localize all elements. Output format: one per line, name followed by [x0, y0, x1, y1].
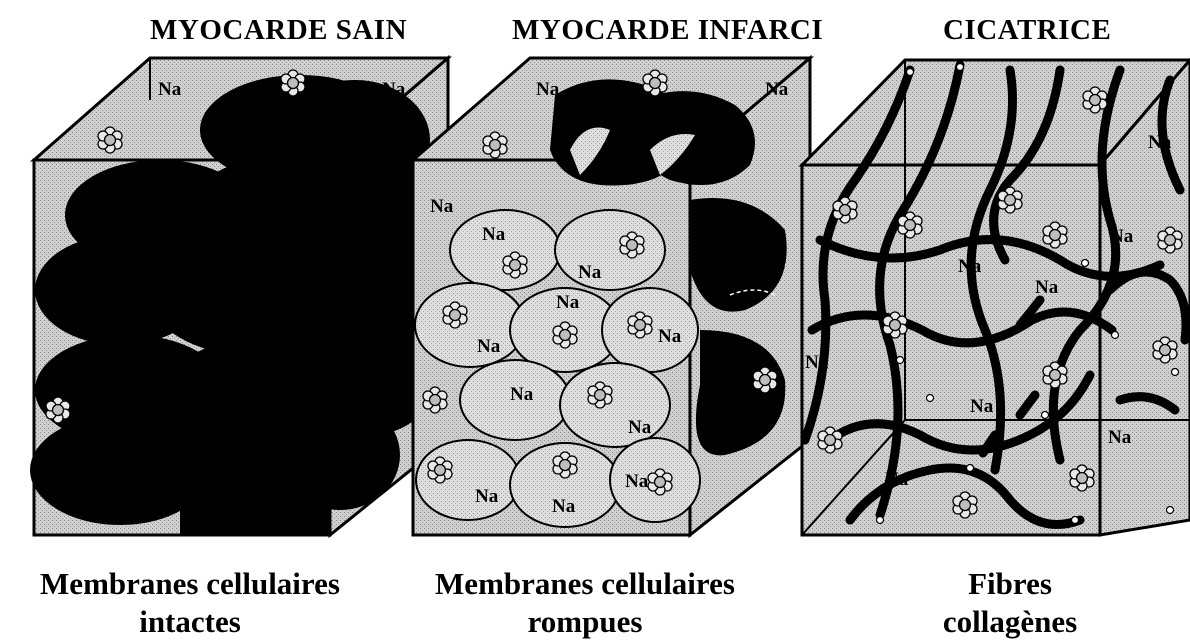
potassium-icon: [423, 387, 447, 413]
svg-text:Na: Na: [1108, 427, 1132, 448]
svg-text:Na: Na: [628, 417, 652, 438]
potassium-icon: [588, 382, 612, 408]
caption-line: intactes: [0, 603, 380, 641]
potassium-icon: [443, 302, 467, 328]
caption-healthy: Membranes cellulaires intactes: [0, 565, 380, 641]
svg-text:Na: Na: [970, 396, 994, 417]
caption-line: rompues: [395, 603, 775, 641]
svg-text:Na: Na: [482, 224, 506, 245]
potassium-icon: [483, 132, 507, 158]
infarcted-tissue-block: Na Na Na Na Na Na Na Na Na Na Na Na Na: [413, 58, 810, 535]
potassium-icon: [281, 70, 305, 96]
potassium-icon: [553, 322, 577, 348]
potassium-icon: [1158, 227, 1182, 253]
caption-infarcted: Membranes cellulaires rompues: [395, 565, 775, 641]
svg-text:Na: Na: [1110, 226, 1134, 247]
svg-text:Na: Na: [1035, 277, 1059, 298]
potassium-icon: [1043, 222, 1067, 248]
potassium-icon: [818, 427, 842, 453]
ion-label: Na: [44, 369, 68, 390]
ion-label: Na: [382, 79, 406, 100]
potassium-icon: [1153, 337, 1177, 363]
potassium-icon: [503, 252, 527, 278]
potassium-icon: [98, 127, 122, 153]
potassium-icon: [46, 397, 70, 423]
potassium-icon: [953, 492, 977, 518]
potassium-icon: [428, 457, 452, 483]
potassium-icon: [620, 232, 644, 258]
potassium-icon: [833, 197, 857, 223]
healthy-tissue-block: Na Na Na: [30, 58, 448, 535]
ion-label: Na: [158, 79, 182, 100]
svg-text:Na: Na: [536, 79, 560, 100]
caption-line: collagènes: [890, 603, 1130, 641]
potassium-icon: [643, 70, 667, 96]
svg-text:Na: Na: [556, 292, 580, 313]
potassium-icon: [1043, 362, 1067, 388]
potassium-icon: [553, 452, 577, 478]
svg-text:Na: Na: [430, 196, 454, 217]
caption-line: Membranes cellulaires: [395, 565, 775, 603]
potassium-icon: [648, 469, 672, 495]
potassium-icon: [898, 212, 922, 238]
potassium-icon: [753, 367, 777, 393]
panel-title-healthy: MYOCARDE SAIN: [150, 14, 407, 47]
svg-text:Na: Na: [552, 496, 576, 517]
svg-text:Na: Na: [578, 262, 602, 283]
svg-text:Na: Na: [625, 471, 649, 492]
svg-text:Na: Na: [1148, 132, 1172, 153]
svg-text:Na: Na: [765, 79, 789, 100]
svg-text:Na: Na: [658, 326, 682, 347]
panel-title-scar: CICATRICE: [943, 14, 1111, 47]
svg-text:Na: Na: [805, 352, 829, 373]
caption-line: Membranes cellulaires: [0, 565, 380, 603]
panel-title-infarcted: MYOCARDE INFARCI: [512, 14, 823, 47]
potassium-icon: [1083, 87, 1107, 113]
svg-text:Na: Na: [885, 469, 909, 490]
potassium-icon: [883, 312, 907, 338]
potassium-icon: [998, 187, 1022, 213]
svg-text:Na: Na: [477, 336, 501, 357]
potassium-icon: [1070, 465, 1094, 491]
scar-tissue-block: Na Na Na Na Na Na Na Na: [802, 60, 1190, 535]
svg-text:Na: Na: [958, 256, 982, 277]
potassium-icon: [628, 312, 652, 338]
caption-line: Fibres: [890, 565, 1130, 603]
svg-text:Na: Na: [510, 384, 534, 405]
svg-text:Na: Na: [475, 486, 499, 507]
caption-scar: Fibres collagènes: [890, 565, 1130, 641]
